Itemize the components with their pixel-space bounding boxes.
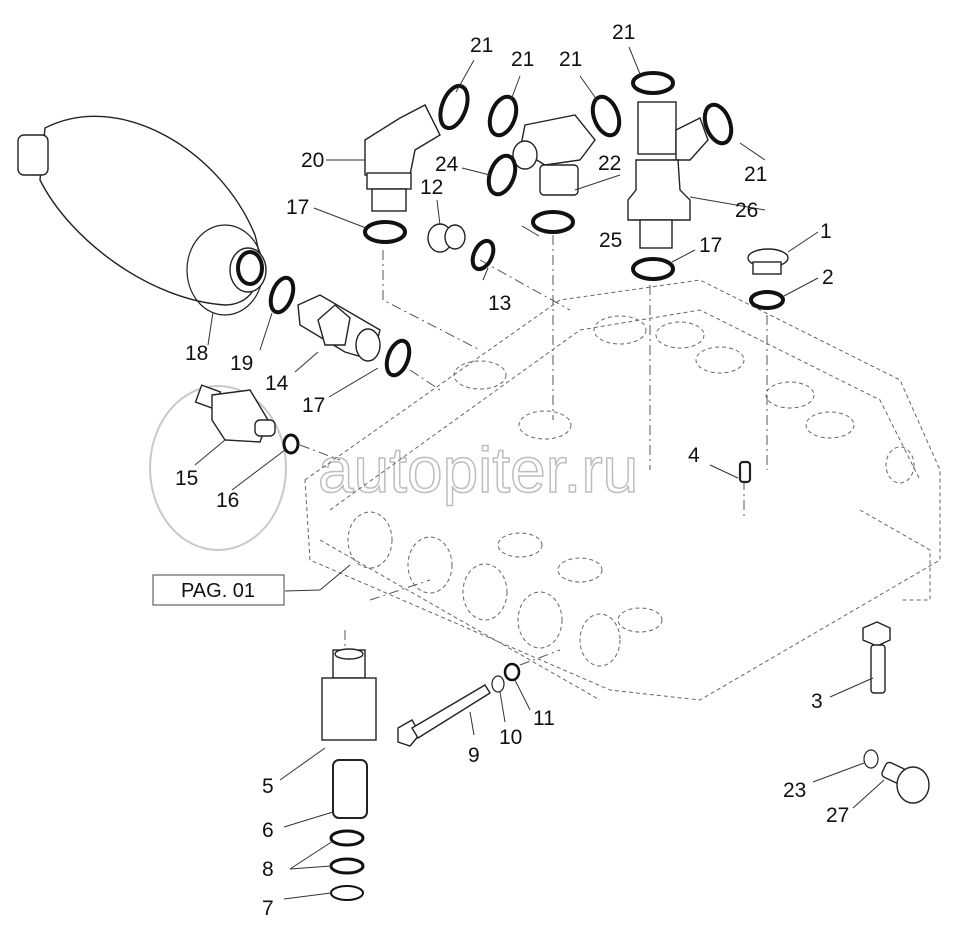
callout-6: 6 (262, 819, 274, 842)
callout-21: 21 (744, 163, 767, 186)
callout-21: 21 (511, 48, 534, 71)
washers-part-8 (329, 829, 365, 875)
callout-21: 21 (559, 48, 582, 71)
assembly-axes (299, 235, 768, 666)
callout-17: 17 (286, 196, 309, 219)
callout-27: 27 (826, 804, 849, 827)
o-ring-21a (438, 83, 470, 131)
o-ring-24 (486, 153, 518, 197)
callout-23: 23 (783, 779, 806, 802)
pin-part-4 (738, 460, 752, 484)
screw-part-27 (881, 761, 930, 804)
callout-24: 24 (435, 153, 459, 176)
o-ring-21d (631, 71, 675, 95)
o-ring-17a (363, 220, 407, 244)
o-ring-21b (487, 94, 519, 138)
o-ring-13 (470, 238, 496, 272)
callout-22: 22 (598, 152, 621, 175)
valve-block (304, 279, 941, 701)
o-ring-21c (590, 94, 622, 138)
watermark-text: autopiter.ru (318, 434, 638, 506)
o-ring-19 (268, 275, 296, 315)
callout-12: 12 (420, 176, 443, 199)
sensor-part-15 (194, 384, 300, 455)
callout-11: 11 (533, 707, 555, 730)
accumulator-part-18 (17, 115, 267, 316)
o-ring-part-10 (491, 675, 505, 693)
o-ring-21e (702, 102, 734, 146)
callout-4: 4 (688, 444, 700, 467)
spring-part-6 (332, 759, 368, 819)
callout-18: 18 (185, 342, 208, 365)
leader-lines (194, 46, 885, 900)
callout-16: 16 (216, 489, 239, 512)
callout-13: 13 (488, 292, 511, 315)
page-reference-box[interactable]: PAG. 01 (152, 574, 285, 606)
tee-fitting-part-26 (627, 101, 709, 249)
callout-21: 21 (612, 21, 635, 44)
callout-21: 21 (470, 34, 493, 57)
callout-9: 9 (468, 744, 480, 767)
plug-part-1 (747, 248, 789, 275)
callout-19: 19 (230, 352, 253, 375)
o-rings (268, 71, 785, 378)
callout-5: 5 (262, 775, 274, 798)
callout-1: 1 (820, 220, 832, 243)
o-ring-17b (631, 257, 675, 281)
page-reference-label[interactable]: PAG. 01 (181, 580, 255, 602)
callout-2: 2 (822, 266, 834, 289)
callout-8: 8 (262, 858, 274, 881)
o-ring-part-23 (863, 749, 879, 769)
tee-fitting-part-22 (512, 114, 596, 196)
o-ring-part-7 (330, 885, 364, 901)
o-ring-25 (531, 210, 575, 234)
watermark: autopiter.ru (149, 385, 639, 551)
elbow-fitting-part-20 (364, 104, 441, 212)
callout-10: 10 (499, 726, 522, 749)
callout-20: 20 (301, 149, 324, 172)
callout-3: 3 (811, 690, 823, 713)
plug-part-12 (427, 223, 466, 253)
valve-part-5 (321, 648, 377, 741)
o-ring-2 (749, 290, 785, 310)
callout-17: 17 (302, 394, 325, 417)
bolt-part-9 (397, 684, 491, 747)
bolt-part-3 (862, 621, 891, 694)
adapter-part-14 (297, 294, 381, 362)
callout-26: 26 (735, 199, 758, 222)
callout-7: 7 (262, 897, 274, 920)
callout-labels: 21 21 21 21 21 20 24 22 26 12 17 25 17 1… (175, 21, 849, 920)
callout-17: 17 (699, 234, 722, 257)
callout-15: 15 (175, 467, 198, 490)
callout-25: 25 (599, 229, 622, 252)
washer-part-11 (503, 662, 521, 682)
callout-14: 14 (265, 372, 289, 395)
o-ring-17c (384, 338, 412, 378)
